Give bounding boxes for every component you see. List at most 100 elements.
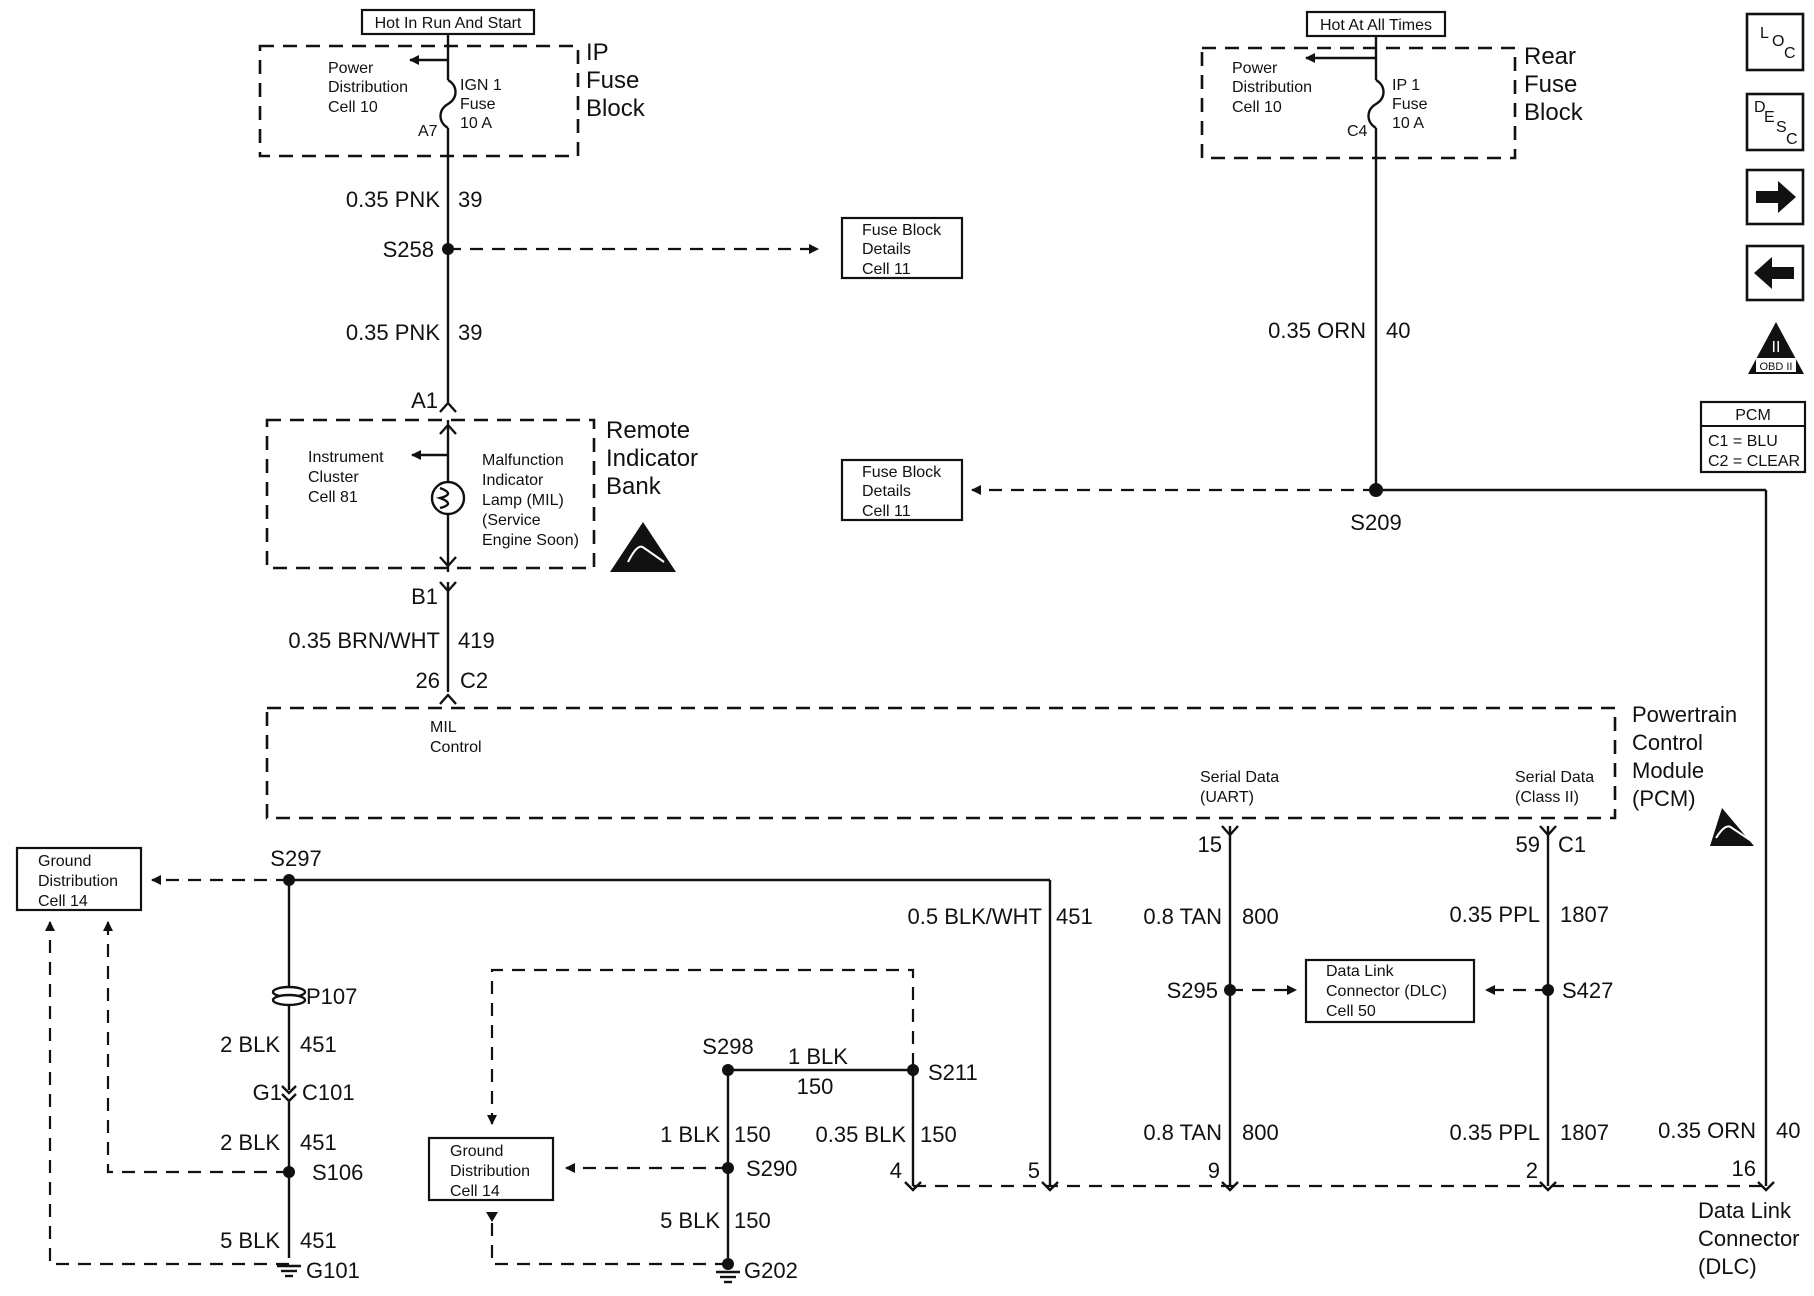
svg-text:IP 1: IP 1 [1392,77,1420,94]
svg-text:451: 451 [300,1130,337,1155]
svg-text:39: 39 [458,320,482,345]
svg-text:Control: Control [430,739,482,756]
powertrain-control-module: Powertrain Control Module (PCM) MIL Cont… [265,702,1737,820]
svg-text:C2 = CLEAR: C2 = CLEAR [1708,453,1800,470]
svg-text:0.8 TAN: 0.8 TAN [1143,1120,1222,1145]
svg-text:0.35 PNK: 0.35 PNK [346,320,440,345]
svg-text:Cell 10: Cell 10 [1232,99,1282,116]
svg-text:C: C [1784,45,1796,62]
svg-text:C: C [1786,131,1798,148]
svg-text:Block: Block [1524,99,1584,126]
svg-text:0.35 ORN: 0.35 ORN [1658,1118,1756,1143]
left-arrow-icon [1754,257,1794,289]
svg-text:Engine Soon): Engine Soon) [482,532,579,549]
svg-text:IP: IP [586,39,609,66]
connector-icon [439,401,457,413]
svg-text:Fuse Block: Fuse Block [862,222,942,239]
svg-text:S295: S295 [1167,978,1218,1003]
svg-text:15: 15 [1198,832,1222,857]
svg-text:800: 800 [1242,1120,1279,1145]
svg-text:MIL: MIL [430,719,457,736]
svg-text:(Class II): (Class II) [1515,789,1579,806]
svg-text:59: 59 [1516,832,1540,857]
dlc-label: Data Link Connector (DLC) [1698,1198,1800,1279]
svg-text:L: L [1760,25,1769,42]
svg-text:Module: Module [1632,758,1704,783]
svg-text:Indicator: Indicator [606,445,698,472]
svg-text:S290: S290 [746,1156,797,1181]
svg-text:PCM: PCM [1735,407,1771,424]
svg-text:Fuse Block: Fuse Block [862,464,942,481]
svg-text:Power: Power [328,60,374,77]
svg-text:5 BLK: 5 BLK [220,1228,280,1253]
svg-text:Cell 14: Cell 14 [450,1183,500,1200]
desc-button[interactable]: D E S C [1745,92,1805,152]
forward-button[interactable] [1745,168,1805,226]
hot-in-run-and-start-header: Hot In Run And Start [360,8,536,36]
svg-text:Serial Data: Serial Data [1200,769,1279,786]
svg-text:40: 40 [1776,1118,1800,1143]
connector-a1: A1 [411,388,438,413]
svg-text:Cell 11: Cell 11 [862,261,911,278]
svg-text:C4: C4 [1347,123,1368,140]
svg-text:O: O [1772,33,1784,50]
pcm-connector-legend: PCM C1 = BLU C2 = CLEAR [1699,400,1807,474]
splice-s290 [722,1162,734,1174]
back-button[interactable] [1745,244,1805,302]
svg-text:26: 26 [416,668,440,693]
svg-text:II: II [1772,339,1781,356]
svg-text:Power: Power [1232,60,1278,77]
wire-label: 0.35 PNK [346,187,440,212]
svg-text:S298: S298 [702,1034,753,1059]
svg-text:150: 150 [734,1208,771,1233]
svg-text:2: 2 [1526,1158,1538,1183]
svg-text:G202: G202 [744,1258,798,1283]
svg-text:Cell 11: Cell 11 [862,503,911,520]
svg-text:S: S [1776,119,1787,136]
svg-text:Connector: Connector [1698,1226,1800,1251]
remote-indicator-bank: Remote Indicator Bank Instrument Cluster… [265,417,698,572]
svg-text:Ground: Ground [450,1143,503,1160]
svg-text:G101: G101 [306,1258,360,1283]
rear-fuse-block: Rear Fuse Block Power Distribution Cell … [1200,43,1584,160]
svg-text:Cell 81: Cell 81 [308,489,358,506]
svg-text:S106: S106 [312,1160,363,1185]
ground-distribution-box-2: Ground Distribution Cell 14 [427,1136,555,1202]
svg-text:0.35 ORN: 0.35 ORN [1268,318,1366,343]
svg-text:Fuse: Fuse [1392,96,1428,113]
svg-text:P107: P107 [306,984,357,1009]
svg-text:S211: S211 [928,1060,978,1085]
fuse-icon [1367,78,1385,130]
svg-text:C1 = BLU: C1 = BLU [1708,433,1778,450]
svg-text:(UART): (UART) [1200,789,1254,806]
svg-text:40: 40 [1386,318,1410,343]
svg-text:Details: Details [862,241,911,258]
svg-text:A7: A7 [418,123,438,140]
obd-ii-icon[interactable]: II OBD II [1748,322,1804,374]
svg-text:0.35 PPL: 0.35 PPL [1449,1120,1540,1145]
svg-text:16: 16 [1732,1156,1756,1181]
svg-text:Cell 10: Cell 10 [328,99,378,116]
svg-text:C101: C101 [302,1080,355,1105]
svg-text:Distribution: Distribution [328,79,408,96]
svg-text:Fuse: Fuse [460,96,496,113]
loc-button[interactable]: L O C [1745,12,1805,72]
svg-text:Malfunction: Malfunction [482,452,564,469]
svg-text:S427: S427 [1562,978,1613,1003]
svg-text:Fuse: Fuse [586,67,639,94]
svg-text:IGN 1: IGN 1 [460,77,502,94]
svg-text:1 BLK: 1 BLK [660,1122,720,1147]
connector-c2: C2 [460,668,488,693]
esd-warning-icon [1710,808,1754,846]
svg-text:451: 451 [300,1032,337,1057]
svg-text:(DLC): (DLC) [1698,1254,1757,1279]
ground-g202-icon [716,1270,740,1284]
fuse-block-details-box-2: Fuse Block Details Cell 11 [840,458,964,522]
svg-text:10 A: 10 A [1392,115,1424,132]
svg-text:Details: Details [862,483,911,500]
splice-s427 [1542,984,1554,996]
svg-text:S209: S209 [1350,510,1401,535]
svg-text:Control: Control [1632,730,1703,755]
svg-text:4: 4 [890,1158,902,1183]
svg-text:Bank: Bank [606,473,662,500]
